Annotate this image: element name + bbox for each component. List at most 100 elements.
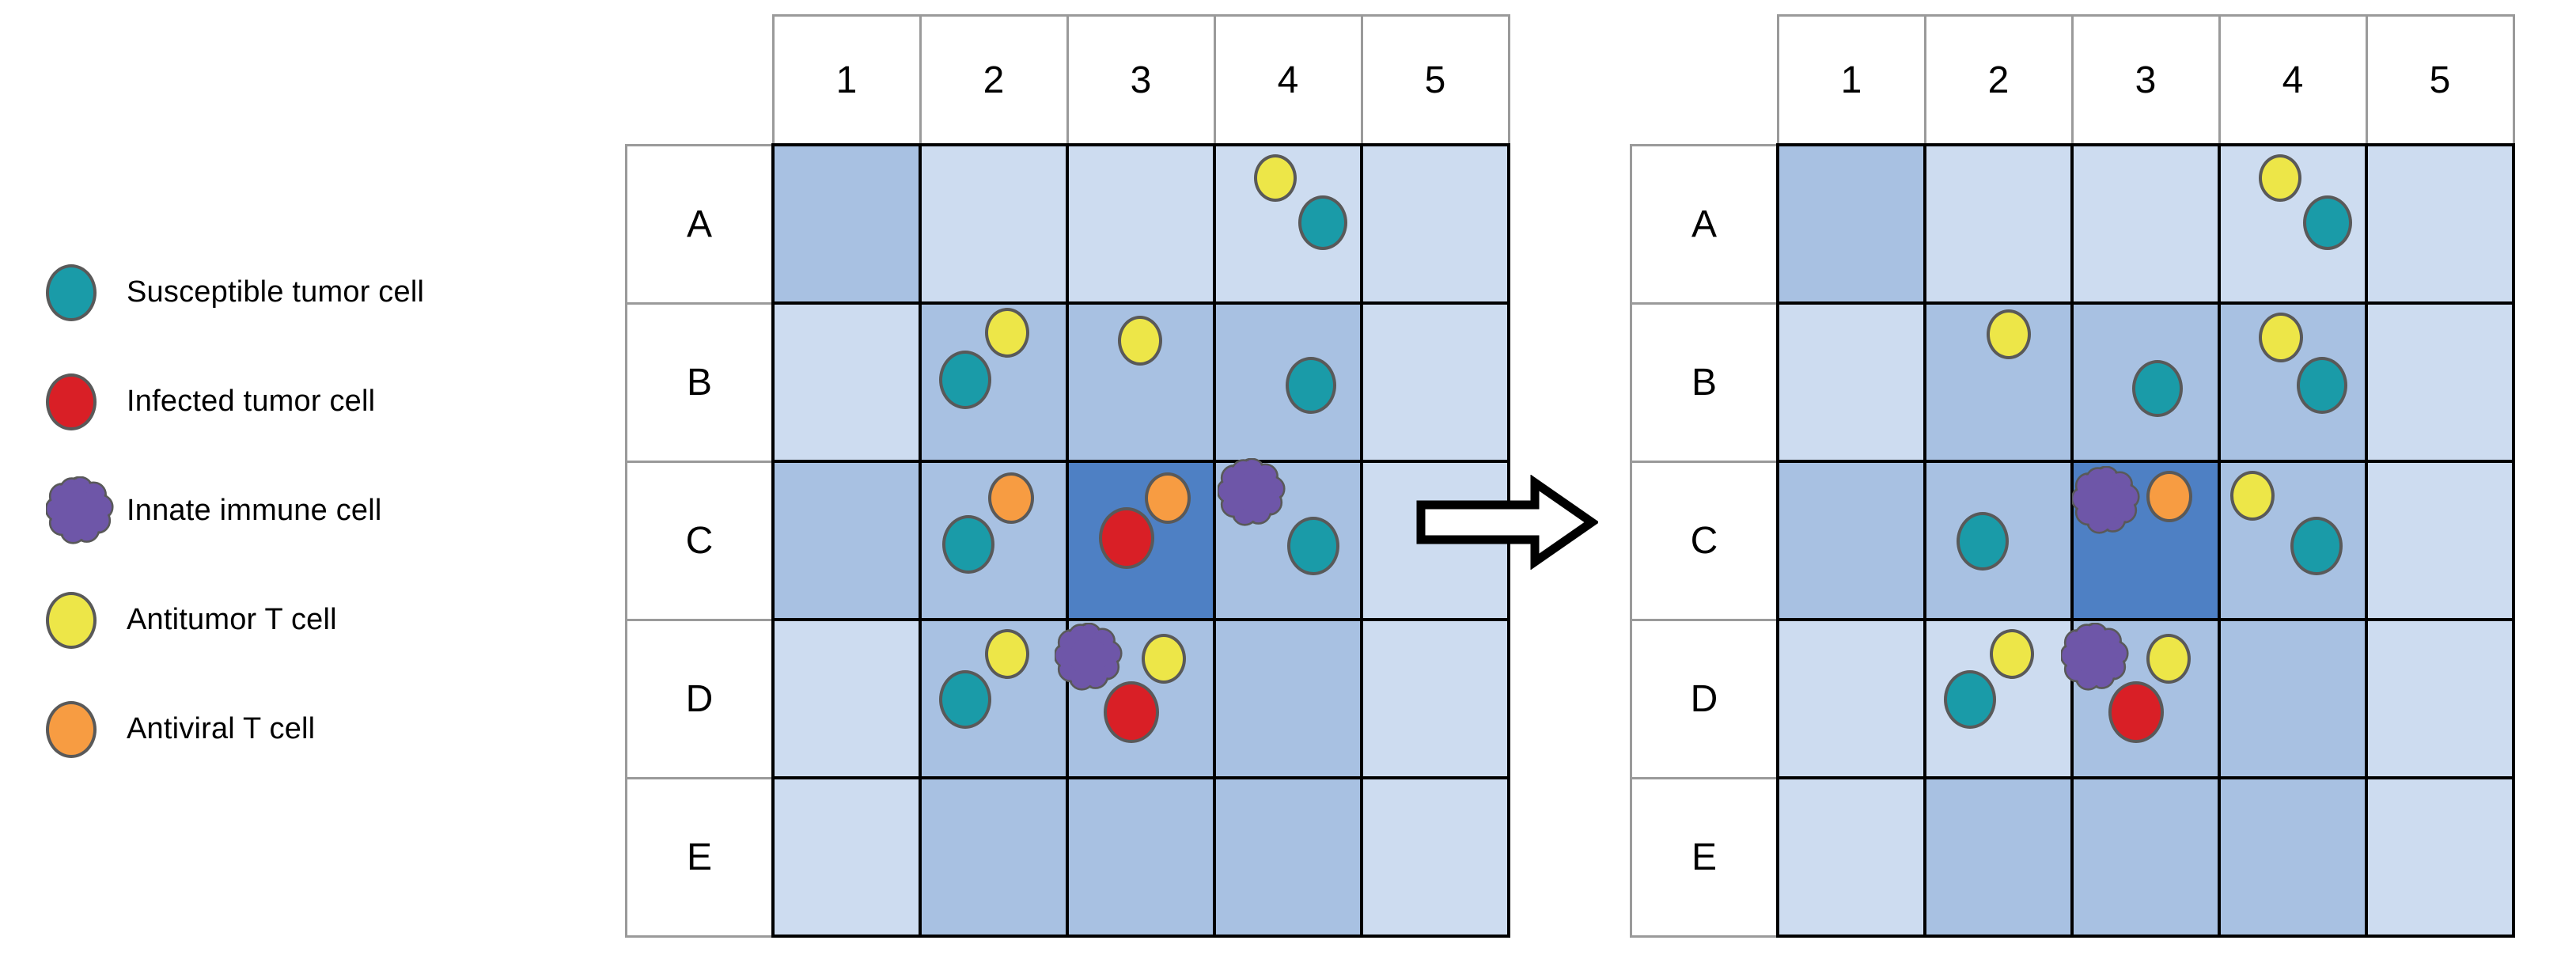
marker-body: [985, 308, 1029, 358]
grid-cell-e2[interactable]: [1923, 776, 2074, 938]
grid-cell-e5[interactable]: [1360, 776, 1510, 938]
grid-cell-e5[interactable]: [2365, 776, 2515, 938]
marker-body: [942, 515, 994, 574]
antitumor-t-cell-icon: [1254, 154, 1297, 202]
grid-cell-a4[interactable]: [1213, 143, 1363, 305]
marker-body: [1104, 681, 1159, 743]
column-header: 5: [2365, 14, 2515, 146]
grid-cell-d1[interactable]: [1776, 618, 1926, 779]
grid-cell-b3[interactable]: [1066, 301, 1216, 463]
grid-cell-b3[interactable]: [2070, 301, 2221, 463]
grid-cell-c3[interactable]: [2070, 460, 2221, 621]
grid-cell-e2[interactable]: [919, 776, 1069, 938]
grid-cell-e1[interactable]: [771, 776, 922, 938]
marker-body: [1145, 472, 1191, 524]
grid-cell-e4[interactable]: [2218, 776, 2368, 938]
antiviral-t-cell-icon: [988, 472, 1034, 524]
cell-contents: [1926, 463, 2070, 618]
cell-contents: [922, 146, 1066, 301]
grid-cell-d4[interactable]: [2218, 618, 2368, 779]
cell-contents: [922, 779, 1066, 935]
antiviral-t-cell-icon: [46, 701, 97, 758]
grid-cell-d1[interactable]: [771, 618, 922, 779]
cell-contents: [775, 621, 919, 776]
legend-marker: [24, 373, 127, 430]
grid-cell-d2[interactable]: [919, 618, 1069, 779]
grid-cell-d3[interactable]: [2059, 618, 2221, 779]
grid-cell-e4[interactable]: [1213, 776, 1363, 938]
grid-cell-e3[interactable]: [1066, 776, 1216, 938]
grid-cell-e1[interactable]: [1776, 776, 1926, 938]
marker-body: [46, 264, 97, 321]
grid-cell-c2[interactable]: [1923, 460, 2074, 621]
cell-contents: [1926, 146, 2070, 301]
cell-contents: [775, 146, 919, 301]
cell-contents: [2368, 779, 2512, 935]
marker-body: [2132, 360, 2183, 417]
grid-cell-a3[interactable]: [2070, 143, 2221, 305]
grid-cell-b5[interactable]: [1360, 301, 1510, 463]
susceptible-tumor-cell-icon: [1944, 670, 1996, 729]
cell-contents: [2368, 305, 2512, 460]
cell-contents: [1069, 779, 1213, 935]
marker-body: [985, 629, 1029, 679]
column-header: 1: [1776, 14, 1926, 146]
row-header: A: [625, 143, 775, 305]
grid-cell-d5[interactable]: [2365, 618, 2515, 779]
row-header: B: [625, 301, 775, 463]
grid-cell-a3[interactable]: [1066, 143, 1216, 305]
row-header: C: [625, 460, 775, 621]
grid-cell-a5[interactable]: [2365, 143, 2515, 305]
grid-cell-e3[interactable]: [2070, 776, 2221, 938]
row-header: E: [1630, 776, 1779, 938]
cell-contents: [1779, 779, 1923, 935]
grid-cell-b2[interactable]: [919, 301, 1069, 463]
column-header: 3: [1066, 14, 1216, 146]
grid-cell-c1[interactable]: [771, 460, 922, 621]
grid-cell-b1[interactable]: [771, 301, 922, 463]
grid-cell-a4[interactable]: [2218, 143, 2368, 305]
grid-cell-b4[interactable]: [1213, 301, 1363, 463]
grid-cell-d4[interactable]: [1213, 618, 1363, 779]
grid-cell-a1[interactable]: [771, 143, 922, 305]
legend-item-label: Innate immune cell: [127, 493, 382, 527]
cell-contents: [2221, 305, 2365, 460]
grid-cell-b1[interactable]: [1776, 301, 1926, 463]
grid-cell-d5[interactable]: [1360, 618, 1510, 779]
marker-body: [1957, 512, 2009, 571]
grid-cell-c4[interactable]: [1213, 457, 1363, 621]
grid-corner: [626, 15, 773, 145]
grid-cell-a5[interactable]: [1360, 143, 1510, 305]
susceptible-tumor-cell-icon: [1298, 195, 1347, 250]
legend-item-label: Susceptible tumor cell: [127, 275, 425, 309]
column-header: 3: [2070, 14, 2221, 146]
grid-cell-b2[interactable]: [1923, 301, 2074, 463]
grid-cell-c2[interactable]: [919, 460, 1069, 621]
grid-cell-a1[interactable]: [1776, 143, 1926, 305]
grid-cell-d3[interactable]: [1053, 618, 1216, 779]
grid-cell-b5[interactable]: [2365, 301, 2515, 463]
grid-cell-c4[interactable]: [2218, 460, 2368, 621]
antitumor-t-cell-icon: [1142, 634, 1186, 684]
grid-cell-a2[interactable]: [1923, 143, 2074, 305]
legend-item: Innate immune cell: [24, 456, 514, 565]
grid-cell-c5[interactable]: [2365, 460, 2515, 621]
marker-body: [2290, 517, 2343, 575]
column-header: 2: [1923, 14, 2074, 146]
grid-cell-a2[interactable]: [919, 143, 1069, 305]
grid-cell-c1[interactable]: [1776, 460, 1926, 621]
grid-row: C: [1630, 460, 2515, 621]
susceptible-tumor-cell-icon: [2290, 517, 2343, 575]
grid-cell-c3[interactable]: [1066, 460, 1216, 621]
cell-contents: [922, 621, 1066, 776]
grid-cell-d2[interactable]: [1923, 618, 2074, 779]
marker-body: [2303, 195, 2352, 250]
grid-cell-b4[interactable]: [2218, 301, 2368, 463]
cell-contents: [1363, 305, 1507, 460]
marker-body: [1287, 517, 1339, 575]
legend-item: Susceptible tumor cell: [24, 237, 514, 347]
marker-body: [1990, 629, 2034, 679]
